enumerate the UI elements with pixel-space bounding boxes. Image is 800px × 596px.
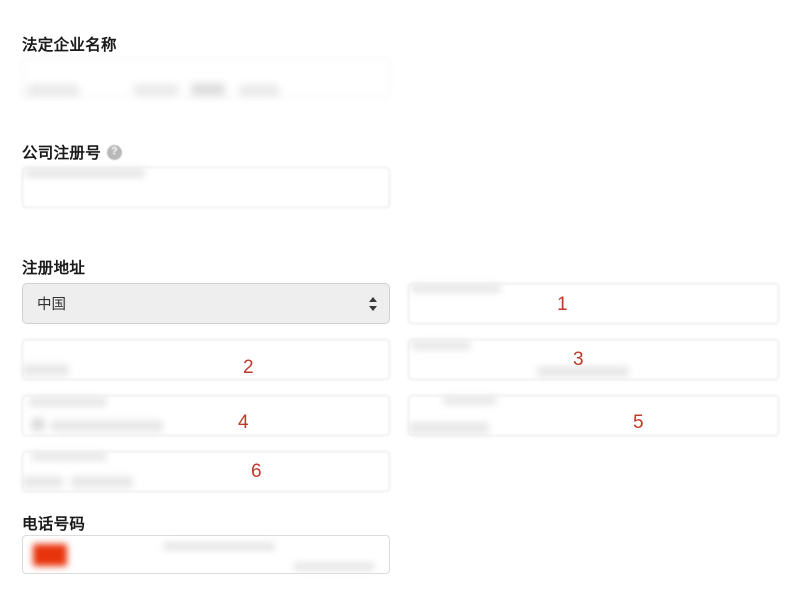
country-select-value: 中国 bbox=[37, 297, 66, 313]
redaction-smudge bbox=[51, 420, 163, 432]
label-registered-address: 注册地址 bbox=[22, 256, 85, 278]
marker-4: 4 bbox=[238, 412, 249, 433]
address-input-1[interactable] bbox=[408, 283, 779, 324]
redaction-smudge bbox=[293, 562, 375, 571]
redaction-smudge bbox=[537, 366, 629, 377]
redaction-smudge bbox=[239, 85, 279, 96]
redaction-smudge bbox=[443, 396, 497, 405]
marker-6: 6 bbox=[251, 461, 262, 482]
country-select[interactable]: 中国 bbox=[22, 283, 390, 324]
label-phone-number: 电话号码 bbox=[22, 512, 85, 534]
marker-3: 3 bbox=[573, 349, 584, 370]
label-company-registration-number: 公司注册号 bbox=[22, 141, 123, 163]
redaction-smudge bbox=[25, 168, 145, 178]
redaction-smudge bbox=[23, 364, 69, 376]
redaction-smudge bbox=[409, 422, 489, 434]
china-flag-icon[interactable] bbox=[33, 544, 67, 566]
chevron-up-down-icon bbox=[367, 295, 379, 313]
label-text: 电话号码 bbox=[22, 516, 86, 533]
redaction-smudge bbox=[23, 476, 63, 488]
redaction-smudge bbox=[31, 418, 45, 431]
label-text: 公司注册号 bbox=[22, 145, 102, 162]
redaction-smudge bbox=[411, 284, 501, 293]
address-input-3[interactable] bbox=[408, 339, 779, 380]
address-input-2[interactable] bbox=[22, 339, 390, 380]
redaction-smudge bbox=[29, 397, 107, 407]
input-company-registration-number[interactable] bbox=[22, 167, 390, 208]
marker-5: 5 bbox=[633, 412, 644, 433]
help-circle-icon[interactable] bbox=[107, 144, 123, 160]
marker-1: 1 bbox=[557, 294, 568, 315]
label-text: 注册地址 bbox=[22, 260, 86, 277]
address-input-4[interactable] bbox=[22, 395, 390, 436]
redaction-smudge bbox=[411, 341, 471, 350]
redaction-smudge bbox=[31, 452, 107, 461]
input-phone-number[interactable] bbox=[22, 535, 390, 574]
label-text: 法定企业名称 bbox=[22, 37, 117, 54]
address-input-6[interactable] bbox=[22, 451, 390, 492]
address-input-5[interactable] bbox=[408, 395, 779, 436]
redaction-smudge bbox=[163, 542, 275, 551]
input-legal-business-name[interactable] bbox=[22, 58, 390, 98]
redaction-smudge bbox=[191, 83, 225, 96]
redaction-smudge bbox=[27, 85, 79, 96]
label-legal-business-name: 法定企业名称 bbox=[22, 33, 117, 55]
marker-2: 2 bbox=[243, 357, 254, 378]
redaction-smudge bbox=[71, 476, 133, 488]
redaction-smudge bbox=[133, 85, 179, 95]
